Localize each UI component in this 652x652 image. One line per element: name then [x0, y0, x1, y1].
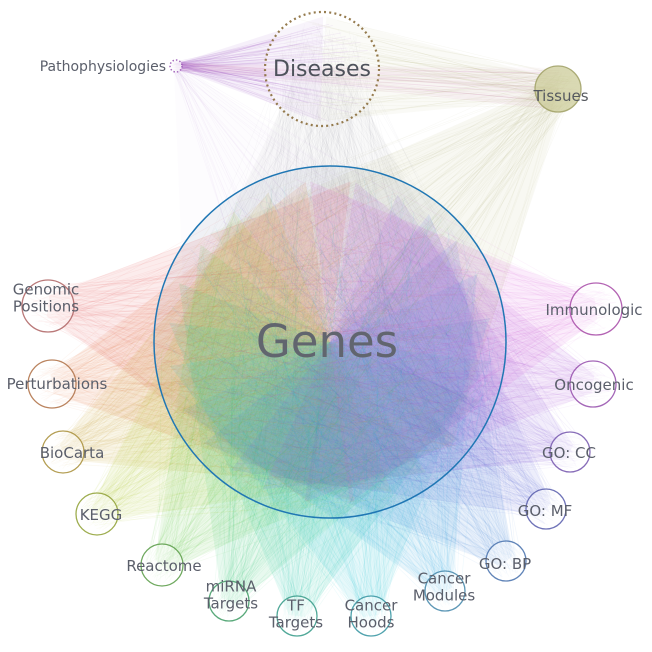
edge-fan: [203, 240, 513, 567]
edge-lines-pathophysiologies-genes: [170, 61, 479, 501]
label-go_mf: GO: MF: [518, 502, 573, 520]
edge-lines-go_mf-genes: [170, 191, 563, 526]
node-perturbations[interactable]: [27, 359, 77, 409]
edge-lines-perturbations-genes: [32, 179, 478, 504]
node-oncogenic[interactable]: [569, 360, 617, 408]
edge-bundle-pathophysiologies-tissues: [175, 63, 560, 111]
node-pathophysiologies[interactable]: [169, 59, 183, 73]
edge-fan: [310, 181, 598, 503]
edge-bundle-go_cc-genes: [262, 194, 574, 490]
label-reactome: Reactome: [126, 557, 201, 575]
edge-fan: [92, 211, 427, 521]
edge-bundle-perturbations-genes: [50, 181, 355, 503]
label-oncogenic: Oncogenic: [554, 376, 633, 394]
edge-bundle-oncogenic-genes: [304, 182, 595, 502]
edge-lines-cancer_modules-genes: [165, 179, 496, 608]
edge-lines-pathophysiologies-tissues: [171, 61, 578, 110]
node-cancer_hoods[interactable]: [350, 595, 392, 637]
edge-bundle-diseases-genes: [168, 68, 492, 347]
label-kegg: KEGG: [80, 506, 123, 524]
edge-fan: [209, 82, 565, 451]
label-go_cc: GO: CC: [542, 444, 596, 462]
label-immunologic: Immunologic: [545, 301, 642, 319]
edge-fan: [175, 63, 560, 111]
edge-bundle-cancer_modules-genes: [183, 274, 477, 595]
edge-lines-kegg-genes: [79, 182, 482, 531]
edge-bundle-tissues-genes: [209, 82, 565, 451]
edge-fan: [175, 16, 324, 122]
node-reactome[interactable]: [140, 543, 184, 587]
edge-bundle-reactome-genes: [155, 244, 460, 571]
edge-lines-tissues-genes: [181, 69, 578, 499]
edge-fan: [50, 181, 355, 503]
node-diseases[interactable]: [263, 10, 381, 128]
node-biocarta[interactable]: [41, 430, 85, 474]
edge-fan: [262, 194, 574, 490]
edge-fan: [59, 192, 392, 492]
node-immunologic[interactable]: [569, 282, 623, 336]
label-genes: Genes: [256, 315, 398, 368]
edge-lines-genomic_positions-genes: [25, 189, 483, 507]
node-go_mf[interactable]: [525, 488, 567, 530]
node-cancer_modules[interactable]: [424, 570, 466, 612]
label-diseases: Diseases: [273, 57, 371, 82]
edge-lines-tf_targets-genes: [177, 185, 493, 633]
edge-lines-go_bp-genes: [172, 187, 523, 578]
edge-bundle-tissues-diseases: [317, 16, 559, 122]
edge-bundle-immunologic-genes: [310, 181, 598, 503]
edge-fan: [304, 182, 595, 502]
edge-lines-pathophysiologies-diseases: [170, 23, 373, 122]
edge-fan: [183, 274, 477, 595]
edge-fan: [169, 322, 491, 617]
edge-lines-oncogenic-genes: [168, 184, 612, 509]
edge-fan: [168, 68, 492, 347]
node-tf_targets[interactable]: [276, 595, 318, 637]
node-go_bp[interactable]: [485, 540, 527, 582]
edge-lines-tissues-diseases: [272, 19, 576, 121]
edge-lines-cancer_hoods-genes: [172, 191, 494, 633]
edge-bundle-biocarta-genes: [59, 192, 392, 492]
edge-fan: [155, 244, 460, 571]
edge-fan: [179, 283, 481, 604]
label-perturbations: Perturbations: [7, 375, 108, 393]
edge-lines-diseases-genes: [166, 22, 489, 506]
label-tissues: Tissues: [532, 87, 588, 105]
edge-lines-reactome-genes: [144, 188, 492, 583]
label-go_bp: GO: BP: [479, 555, 531, 573]
node-mirna_targets[interactable]: [208, 580, 250, 622]
node-genes[interactable]: [153, 165, 507, 519]
edge-fan: [230, 213, 551, 516]
node-genomic_positions[interactable]: [21, 279, 75, 333]
edge-bundle-kegg-genes: [92, 211, 427, 521]
edge-bundle-cancer_hoods-genes: [169, 318, 491, 618]
genes-circle-fill: [154, 166, 506, 518]
edge-lines-go_cc-genes: [175, 187, 587, 495]
label-biocarta: BioCarta: [40, 444, 105, 462]
node-kegg[interactable]: [75, 492, 119, 536]
edge-lines-layer: [25, 19, 618, 633]
label-pathophysiologies: Pathophysiologies: [40, 59, 166, 75]
edge-fan: [317, 16, 559, 122]
nodes-layer: [21, 10, 623, 637]
node-go_cc[interactable]: [549, 431, 591, 473]
edge-bundle-mirna_targets-genes: [179, 283, 481, 604]
edge-bundle-go_bp-genes: [203, 240, 513, 567]
edge-fans-layer: [46, 16, 598, 618]
edge-lines-immunologic-genes: [164, 177, 618, 504]
edge-fan: [169, 318, 491, 618]
node-tissues[interactable]: [534, 65, 582, 113]
edge-lines-mirna_targets-genes: [185, 190, 485, 618]
edge-bundle-tf_targets-genes: [169, 322, 491, 617]
edge-bundle-go_mf-genes: [230, 213, 551, 516]
edge-fan: [46, 181, 351, 503]
edge-bundle-genomic_positions-genes: [46, 181, 351, 503]
edge-bundle-pathophysiologies-diseases: [175, 16, 324, 122]
